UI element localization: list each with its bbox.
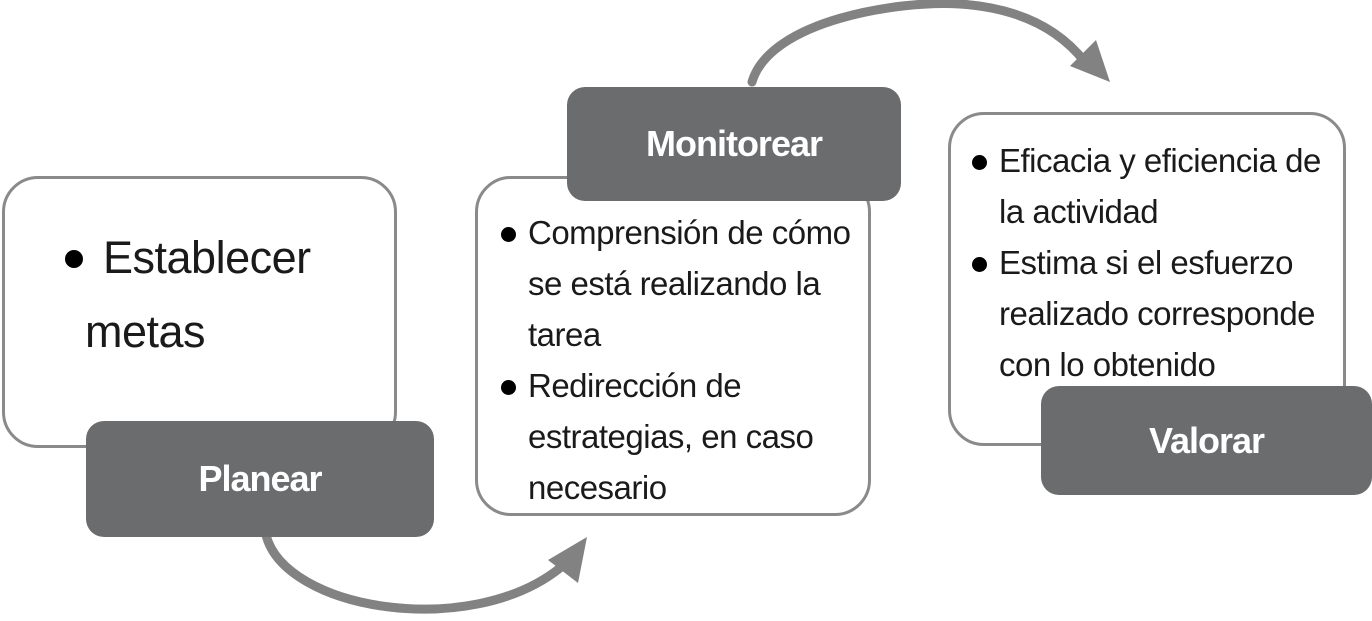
stage-label-valorar: Valorar [1041,386,1372,495]
stage-items-list: Eficacia y eficiencia de la actividad Es… [972,135,1344,390]
list-item: Estima si el esfuerzo realizado correspo… [972,237,1344,390]
stage-card-monitorear: Comprensión de cómo se está realizando l… [475,176,871,516]
stage-items-list: Comprensión de cómo se está realizando l… [501,207,868,513]
list-item: Comprensión de cómo se está realizando l… [501,207,868,360]
list-item: Establecer metas [65,221,385,369]
stage-label-planear: Planear [86,421,434,537]
bullet-icon [501,227,516,242]
bullet-icon [972,155,987,170]
stage-items-list: Establecer metas [65,221,385,369]
list-item: Eficacia y eficiencia de la actividad [972,135,1344,237]
bullet-icon [501,380,516,395]
list-item: Redirección de estrategias, en caso nece… [501,360,868,513]
curved-arrow-icon [747,0,1110,87]
bullet-icon [972,257,987,272]
bullet-icon [65,250,83,268]
stage-card-planear: Establecer metas [2,176,397,448]
stage-label-monitorear: Monitorear [567,87,901,201]
curved-arrow-icon [261,530,587,614]
